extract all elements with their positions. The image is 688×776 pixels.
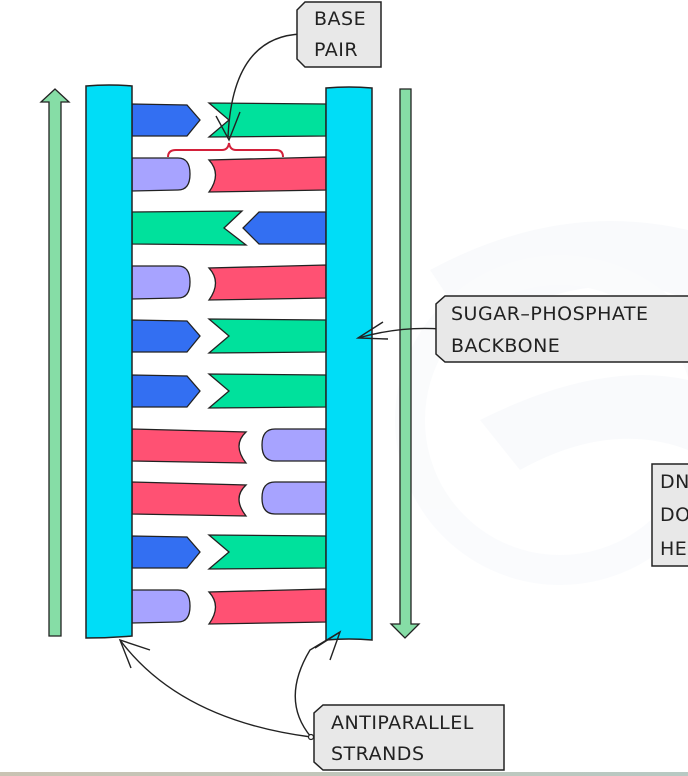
left-adenine-base bbox=[131, 535, 201, 569]
label-tag-shape bbox=[296, 1, 382, 68]
arrow-shape bbox=[389, 88, 421, 639]
base-pair-row bbox=[131, 264, 327, 301]
left-cytosine-base bbox=[131, 157, 191, 192]
base-pair-label: BASE PAIR bbox=[296, 1, 382, 68]
right-thymine-base bbox=[207, 102, 327, 138]
base-pair-pointer bbox=[227, 33, 303, 139]
label-line-3: HE bbox=[660, 538, 687, 560]
left-guanine-base bbox=[131, 428, 248, 464]
upward-direction-arrow bbox=[39, 88, 71, 637]
antiparallel-strands-label: ANTIPARALLEL STRANDS bbox=[313, 704, 505, 771]
left-cytosine-base bbox=[131, 589, 191, 624]
left-adenine-base bbox=[131, 374, 201, 408]
sugar-phosphate-backbone-label: SUGAR–PHOSPHATE BACKBONE bbox=[435, 295, 688, 363]
base-pair-row bbox=[131, 210, 327, 246]
right-thymine-base bbox=[207, 373, 327, 409]
right-guanine-base bbox=[207, 588, 327, 625]
antiparallel-pointer-left-head bbox=[118, 638, 151, 669]
base-pair-row bbox=[131, 428, 327, 464]
label-line-2: DO bbox=[660, 504, 688, 526]
backbone-pointer-head bbox=[355, 321, 389, 340]
left-adenine-base bbox=[131, 103, 201, 137]
left-thymine-base bbox=[131, 210, 248, 246]
label-line-1: BASE bbox=[314, 8, 366, 30]
antiparallel-pointer-left bbox=[119, 639, 312, 738]
right-cytosine-base bbox=[261, 481, 327, 515]
label-line-2: PAIR bbox=[314, 39, 358, 61]
arrow-shape bbox=[39, 88, 71, 637]
right-cytosine-base bbox=[261, 428, 327, 462]
backbone-pointer bbox=[357, 327, 442, 339]
downward-direction-arrow bbox=[389, 88, 421, 639]
dna-double-helix-label: DN DO HE bbox=[651, 463, 688, 567]
bottom-border bbox=[0, 772, 688, 776]
base-pair-row bbox=[131, 318, 327, 354]
label-tag-shape bbox=[651, 463, 688, 567]
antiparallel-pointer-right bbox=[294, 631, 341, 738]
left-guanine-base bbox=[131, 481, 248, 517]
label-line-1: DN bbox=[660, 471, 688, 493]
base-pairs bbox=[131, 102, 327, 625]
label-line-1: ANTIPARALLEL bbox=[331, 712, 474, 734]
right-guanine-base bbox=[207, 156, 327, 193]
base-pair-row bbox=[131, 534, 327, 570]
base-pair-pointer-head bbox=[215, 111, 241, 142]
antiparallel-pointer-right-head bbox=[314, 630, 342, 661]
label-tag-shape bbox=[435, 295, 688, 363]
right-sugar-phosphate-backbone bbox=[325, 86, 373, 641]
right-thymine-base bbox=[207, 318, 327, 354]
label-line-2: BACKBONE bbox=[451, 335, 560, 357]
base-pair-row bbox=[131, 481, 327, 517]
right-adenine-base bbox=[242, 211, 327, 245]
watermark bbox=[395, 221, 688, 585]
base-pair-row bbox=[131, 102, 327, 138]
left-adenine-base bbox=[131, 319, 201, 353]
label-line-1: SUGAR–PHOSPHATE bbox=[451, 303, 649, 325]
base-pair-row bbox=[131, 156, 327, 193]
right-thymine-base bbox=[207, 534, 327, 570]
connector-lines bbox=[118, 33, 442, 738]
right-guanine-base bbox=[207, 264, 327, 301]
left-sugar-phosphate-backbone bbox=[85, 84, 133, 639]
base-pair-brace bbox=[167, 142, 284, 158]
label-line-2: STRANDS bbox=[331, 743, 425, 765]
label-tag-shape bbox=[313, 704, 505, 771]
base-pair-row bbox=[131, 373, 327, 409]
left-cytosine-base bbox=[131, 265, 191, 300]
base-pair-row bbox=[131, 588, 327, 625]
